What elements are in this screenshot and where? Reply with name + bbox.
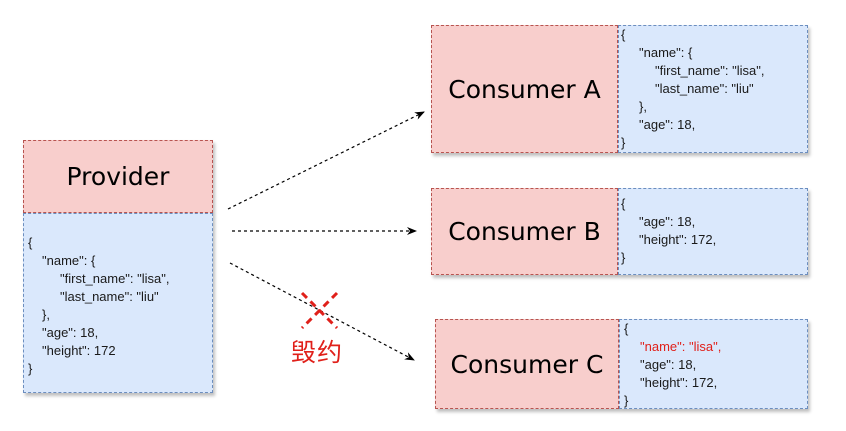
json-line: "name": { [639, 45, 693, 60]
consumer-b-json-box: { "age": 18, "height": 172, } [618, 188, 808, 275]
json-line: "first_name": "lisa", [655, 63, 765, 78]
json-line-breached: "name": "lisa", [640, 339, 722, 354]
json-line: { [621, 27, 626, 42]
json-line: { [621, 196, 626, 211]
json-line: "age": 18, [639, 214, 696, 229]
json-line: "height": 172 [42, 343, 116, 358]
json-line: "height": 172, [639, 232, 717, 247]
provider-json-box: { "name": { "first_name": "lisa", "last_… [23, 213, 213, 393]
json-line: "first_name": "lisa", [60, 271, 170, 286]
json-line: } [28, 361, 33, 376]
json-line: "age": 18, [42, 325, 99, 340]
json-line: } [621, 135, 626, 150]
json-line: }, [42, 307, 50, 322]
json-line: } [624, 393, 629, 408]
json-line: { [28, 235, 33, 250]
consumer-b-title-box: Consumer B [431, 188, 618, 275]
consumer-a-title: Consumer A [448, 74, 601, 104]
json-line: "age": 18, [639, 117, 696, 132]
json-line: "last_name": "liu" [655, 81, 754, 96]
arrow-to-consumer-a [227, 111, 425, 210]
consumer-a-title-box: Consumer A [431, 25, 618, 153]
json-line: { [624, 321, 629, 336]
provider-title: Provider [66, 162, 170, 191]
consumer-c-title-box: Consumer C [435, 319, 619, 409]
breach-label: 毁约 [291, 338, 344, 367]
json-line: }, [639, 99, 647, 114]
json-line: "name": { [42, 253, 96, 268]
json-line: } [621, 250, 626, 265]
json-line: "last_name": "liu" [60, 289, 159, 304]
consumer-a-json-box: { "name": { "first_name": "lisa", "last_… [618, 25, 808, 153]
consumer-c-json-box: { "name": "lisa", "age": 18, "height": 1… [619, 319, 808, 409]
consumer-c-title: Consumer C [450, 349, 604, 379]
consumer-b-title: Consumer B [448, 217, 601, 246]
json-line: "age": 18, [640, 357, 697, 372]
provider-title-box: Provider [23, 140, 213, 213]
json-line: "height": 172, [640, 375, 718, 390]
breach-cross-icon [300, 291, 339, 330]
